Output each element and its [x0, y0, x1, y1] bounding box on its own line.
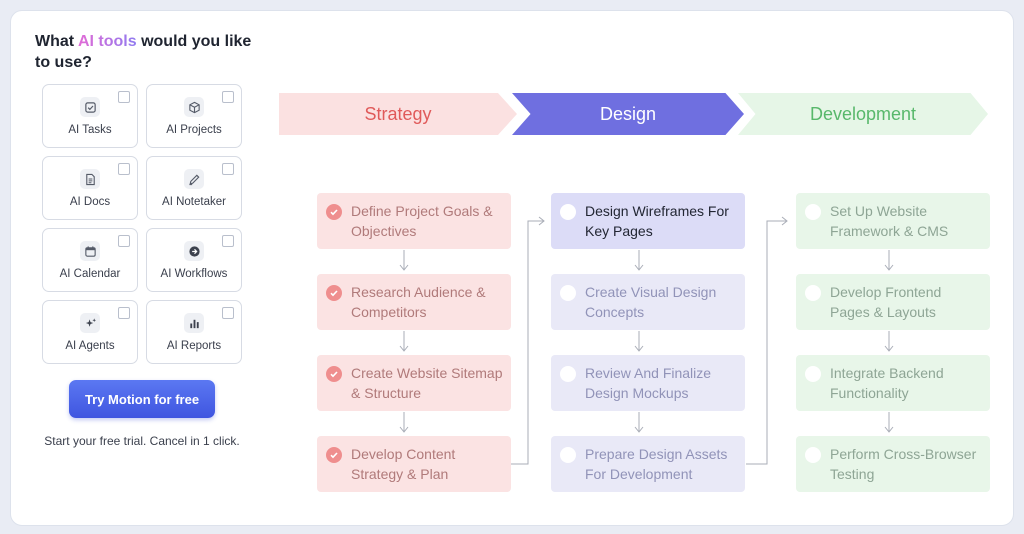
tool-option-ai-reports[interactable]: AI Reports [146, 300, 242, 364]
tool-checkbox[interactable] [118, 307, 130, 319]
phase-header-development: Development [738, 93, 988, 135]
document-icon [80, 169, 100, 189]
tool-option-ai-projects[interactable]: AI Projects [146, 84, 242, 148]
empty-circle-icon [560, 285, 576, 301]
check-circle-icon [326, 366, 342, 382]
tool-label: AI Docs [69, 196, 111, 208]
task-label: Develop Content Strategy & Plan [351, 446, 456, 482]
task-check-icon [80, 97, 100, 117]
tool-label: AI Calendar [59, 268, 121, 280]
title-suffix: would you like to use? [35, 33, 252, 71]
task-card-wireframes[interactable]: Design Wireframes For Key Pages [551, 193, 745, 249]
tool-option-ai-docs[interactable]: AI Docs [42, 156, 138, 220]
phase-header-design: Design [512, 93, 744, 135]
empty-circle-icon [805, 366, 821, 382]
phase-header-strategy: Strategy [279, 93, 517, 135]
tool-option-ai-calendar[interactable]: AI Calendar [42, 228, 138, 292]
tool-checkbox[interactable] [222, 307, 234, 319]
task-label: Perform Cross-Browser Testing [830, 446, 977, 482]
tool-grid: AI Tasks AI Projects AI Docs AI Notetake… [42, 84, 242, 364]
task-card-review-mockups[interactable]: Review And Finalize Design Mockups [551, 355, 745, 411]
tool-label: AI Notetaker [162, 196, 226, 208]
arrow-circle-icon [184, 241, 204, 261]
tool-checkbox[interactable] [118, 163, 130, 175]
task-label: Develop Frontend Pages & Layouts [830, 284, 942, 320]
task-label: Research Audience & Competitors [351, 284, 486, 320]
page-title: What AI tools would you like to use? [35, 31, 255, 73]
tool-label: AI Tasks [68, 124, 112, 136]
tool-label: AI Workflows [160, 268, 228, 280]
check-circle-icon [326, 285, 342, 301]
task-card-define-goals[interactable]: Define Project Goals & Objectives [317, 193, 511, 249]
task-label: Define Project Goals & Objectives [351, 203, 493, 239]
bar-chart-icon [184, 313, 204, 333]
tool-option-ai-workflows[interactable]: AI Workflows [146, 228, 242, 292]
tool-checkbox[interactable] [222, 91, 234, 103]
task-label: Create Website Sitemap & Structure [351, 365, 503, 401]
tool-label: AI Agents [65, 340, 115, 352]
tool-option-ai-agents[interactable]: AI Agents [42, 300, 138, 364]
task-label: Prepare Design Assets For Development [585, 446, 728, 482]
process-diagram: Strategy Design Development [279, 93, 994, 493]
calendar-icon [80, 241, 100, 261]
task-card-frontend-pages[interactable]: Develop Frontend Pages & Layouts [796, 274, 990, 330]
tool-option-ai-notetaker[interactable]: AI Notetaker [146, 156, 242, 220]
empty-circle-icon [805, 447, 821, 463]
empty-circle-icon [560, 447, 576, 463]
cube-icon [184, 97, 204, 117]
task-label: Design Wireframes For Key Pages [585, 203, 729, 239]
task-card-backend[interactable]: Integrate Backend Functionality [796, 355, 990, 411]
pen-icon [184, 169, 204, 189]
task-card-design-assets[interactable]: Prepare Design Assets For Development [551, 436, 745, 492]
task-card-sitemap[interactable]: Create Website Sitemap & Structure [317, 355, 511, 411]
task-label: Review And Finalize Design Mockups [585, 365, 712, 401]
task-label: Integrate Backend Functionality [830, 365, 944, 401]
trial-text: Start your free trial. Cancel in 1 click… [44, 434, 240, 448]
title-accent: AI tools [77, 33, 137, 50]
empty-circle-icon [805, 285, 821, 301]
title-prefix: What [35, 33, 78, 50]
empty-circle-icon [560, 366, 576, 382]
tool-checkbox[interactable] [118, 235, 130, 247]
check-circle-icon [326, 447, 342, 463]
tool-checkbox[interactable] [118, 91, 130, 103]
try-motion-button[interactable]: Try Motion for free [69, 380, 215, 418]
tool-label: AI Reports [166, 340, 222, 352]
task-card-framework-cms[interactable]: Set Up Website Framework & CMS [796, 193, 990, 249]
tool-checkbox[interactable] [222, 163, 234, 175]
task-card-research-audience[interactable]: Research Audience & Competitors [317, 274, 511, 330]
task-card-content-strategy[interactable]: Develop Content Strategy & Plan [317, 436, 511, 492]
main-card: What AI tools would you like to use? AI … [10, 10, 1014, 526]
task-label: Create Visual Design Concepts [585, 284, 717, 320]
check-circle-icon [326, 204, 342, 220]
empty-circle-icon [560, 204, 576, 220]
task-card-cross-browser[interactable]: Perform Cross-Browser Testing [796, 436, 990, 492]
tool-checkbox[interactable] [222, 235, 234, 247]
task-card-visual-concepts[interactable]: Create Visual Design Concepts [551, 274, 745, 330]
sparkle-icon [80, 313, 100, 333]
task-label: Set Up Website Framework & CMS [830, 203, 949, 239]
tool-option-ai-tasks[interactable]: AI Tasks [42, 84, 138, 148]
empty-circle-icon [805, 204, 821, 220]
tool-label: AI Projects [166, 124, 222, 136]
